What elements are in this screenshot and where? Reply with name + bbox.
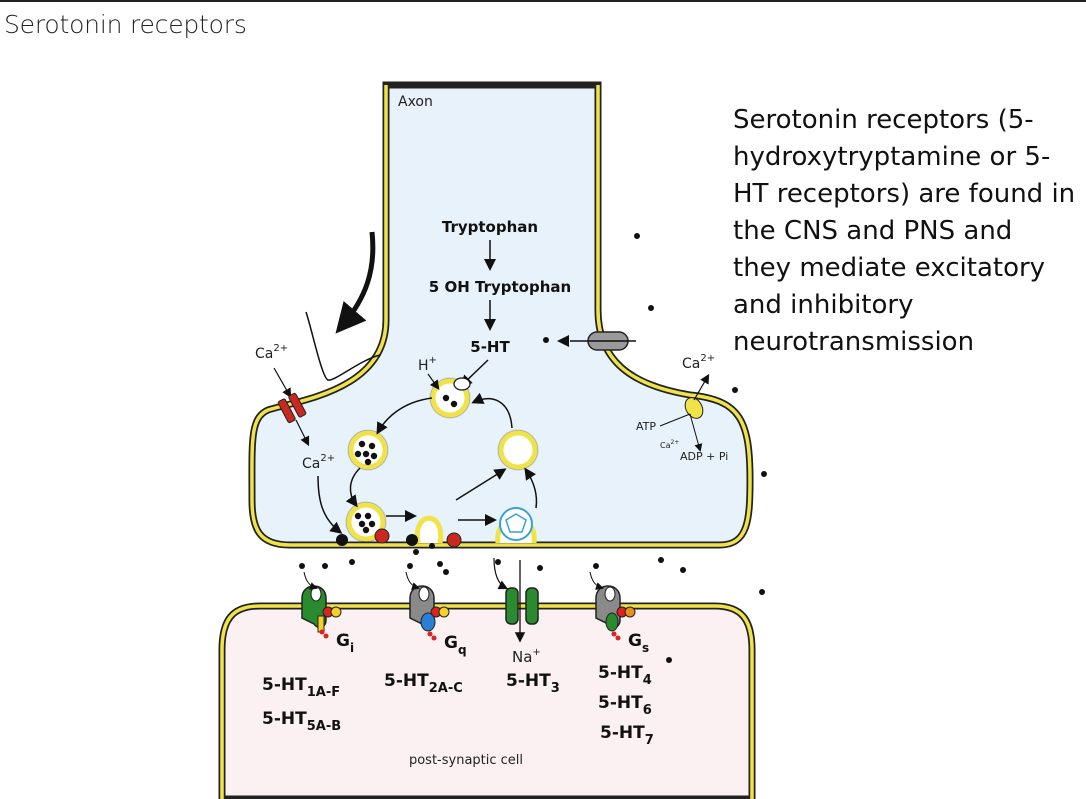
axon-label: Axon [398,94,433,110]
serotonin-molecule-dot [442,394,450,402]
presynaptic-cytoplasm [248,81,754,549]
cycle-arrow-left [376,397,433,435]
vesicle-cycle: H+ [345,355,538,544]
serotonin-molecule-dot [495,559,501,565]
synaptic-serotonin-molecules [299,233,767,663]
receptor-label-3: 5-HT3 [506,671,560,696]
serotonin-molecule-dot [658,557,664,563]
calcium-channel [277,392,307,424]
h-plus-arrow [427,373,440,390]
release-red-2 [446,532,462,548]
clathrin-coat [499,507,533,541]
serotonin-molecule-dot [322,563,328,569]
receptor-label-5a-b: 5-HT5A-B [262,709,341,734]
receptor-5ht1 [301,585,342,639]
ca-influx-arrow-2 [295,419,310,447]
ca-label-inside: Ca2+ [302,453,335,472]
empty-vesicle [498,430,538,470]
serotonin-molecule-dot [593,563,599,569]
action-potential-wave [305,311,381,381]
receptor-label-1a-f: 5-HT1A-F [262,675,340,700]
ligand-arrow-2 [405,571,420,590]
receptor-label-4: 5-HT4 [598,663,652,688]
action-potential-arrow [335,231,376,334]
calcium-pump: Ca2+ ATP Ca2+ ADP + Pi [636,353,728,463]
vesicle-serotonin-contents [354,394,458,534]
slide-title: Serotonin receptors [4,10,247,39]
recycle-arrow-up [524,467,538,509]
serotonin-molecule-dot [362,526,370,534]
postsynaptic-cell [218,602,756,799]
serotonin-molecule-dot [537,565,543,571]
serotonin-molecule-dot [364,458,372,466]
serotonin-molecule-dot [349,559,355,565]
serotonin-transporter [557,331,636,351]
serotonin-molecule-dot [437,561,443,567]
na-label: Na+ [512,647,541,666]
receptor-5ht4 [595,585,636,641]
serotonin-molecule-dot [368,442,376,450]
serotonin-molecule-dot [761,471,767,477]
postsynaptic-cytoplasm [218,602,756,799]
ca-influx-arrow-1 [273,367,292,399]
g-protein-label-gi: Gi [336,631,354,655]
ligand-arrow-3 [589,571,604,590]
serotonin-molecule-dot [370,452,378,460]
top-rule [0,0,1086,2]
serotonin-molecule-dot [413,549,419,555]
serotonin-molecule-dot [443,569,449,575]
g-protein-label-gs: Gs [628,631,649,655]
cycle-arrow-top [471,392,513,429]
serotonin-molecule-dot [680,567,686,573]
serotonin-molecule-dot [666,657,672,663]
pathway-step-5ht: 5-HT [470,338,510,356]
serotonin-molecule-dot [299,563,305,569]
serotonin-molecule-dot [358,440,366,448]
g-protein-label-gq: Gq [444,633,467,657]
release-dot-2 [406,534,418,546]
serotonin-molecule-dot [450,400,458,408]
release-red-1 [374,528,390,544]
ca-label-outside: Ca2+ [255,343,288,362]
pathway-step-tryptophan: Tryptophan [442,218,538,236]
ligand-arrow-1 [303,571,318,590]
adp-label: ADP + Pi [680,450,728,463]
serotonin-molecule-dot [358,520,366,528]
serotonin-molecule-dot [354,512,362,520]
receptor-5ht3-channel [493,557,539,643]
atp-label: ATP [636,420,656,433]
recycle-arrow-diag [455,468,507,501]
reuptake-dot [543,337,549,343]
serotonin-molecule-dot [634,233,640,239]
filled-vesicle [348,430,388,470]
presynaptic-terminal [248,81,754,549]
receptor-label-7: 5-HT7 [600,723,654,748]
cycle-arrow-down [345,467,361,508]
ca-label-small: Ca2+ [660,439,679,450]
serotonin-molecule-dot [759,589,765,595]
postsynaptic-membrane [220,604,754,799]
receptor-label-6: 5-HT6 [598,693,652,718]
post-synaptic-label: post-synaptic cell [409,753,523,768]
slide-body-text: Serotonin receptors (5-hydroxytryptamine… [733,105,1076,357]
fusing-vesicle [414,515,444,544]
ca-label-pump: Ca2+ [682,353,715,372]
serotonin-molecule-dot [362,450,370,458]
receptor-label-2a-c: 5-HT2A-C [384,671,463,696]
serotonin-molecule-dot [364,512,372,520]
serotonin-molecule-dot [429,543,435,549]
pathway-step-5oh-tryptophan: 5 OH Tryptophan [429,278,571,296]
vesicular-transporter [453,377,471,391]
h-plus-label: H+ [418,355,437,374]
serotonin-molecule-dot [368,520,376,528]
serotonin-molecule-dot [354,450,362,458]
serotonin-molecule-dot [732,387,738,393]
serotonin-molecule-dot [407,563,413,569]
release-dot-1 [336,534,348,546]
ca-to-vesicle-arrow [317,475,343,534]
serotonin-molecule-dot [648,305,654,311]
